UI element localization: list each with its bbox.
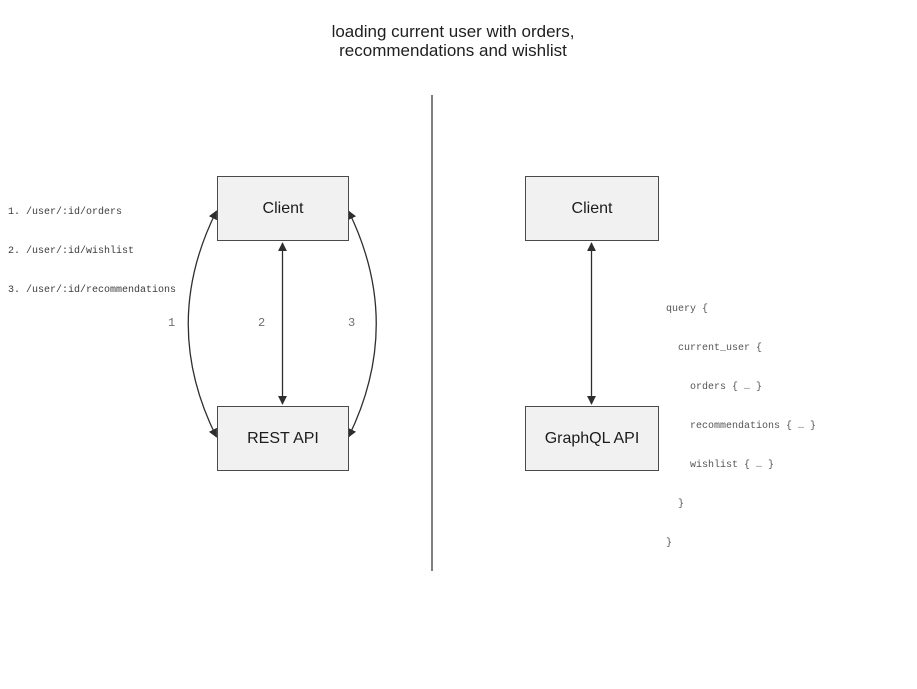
rest-api-box: REST API: [217, 406, 349, 471]
rest-arrow-label-3: 3: [348, 316, 356, 330]
rest-endpoint-list: 1. /user/:id/orders 2. /user/:id/wishlis…: [8, 180, 176, 323]
rest-endpoint-wishlist: 2. /user/:id/wishlist: [8, 246, 135, 257]
query-line: wishlist { … }: [666, 460, 775, 471]
diagram-title: loading current user with orders, recomm…: [331, 22, 575, 60]
rest-api-label: REST API: [247, 429, 319, 447]
rest-endpoint-orders: 1. /user/:id/orders: [8, 207, 123, 218]
rest-arrow-1-orders: [187, 210, 218, 438]
query-line: }: [666, 538, 673, 549]
graphql-client-label: Client: [571, 199, 613, 217]
panel-divider: [431, 95, 433, 571]
query-line: recommendations { … }: [666, 421, 817, 432]
graphql-api-box: GraphQL API: [525, 406, 659, 471]
graphql-query-snippet: query { current_user { orders { … } reco…: [666, 277, 816, 576]
graphql-client-box: Client: [525, 176, 659, 241]
rest-endpoint-recommendations: 3. /user/:id/recommendations: [8, 285, 177, 296]
query-line: query {: [666, 304, 709, 315]
query-line: }: [666, 499, 685, 510]
rest-client-label: Client: [262, 199, 304, 217]
rest-client-box: Client: [217, 176, 349, 241]
graphql-api-label: GraphQL API: [544, 429, 640, 447]
query-line: current_user {: [666, 343, 763, 354]
rest-arrow-label-1: 1: [168, 316, 176, 330]
query-line: orders { … }: [666, 382, 763, 393]
rest-arrow-label-2: 2: [258, 316, 266, 330]
